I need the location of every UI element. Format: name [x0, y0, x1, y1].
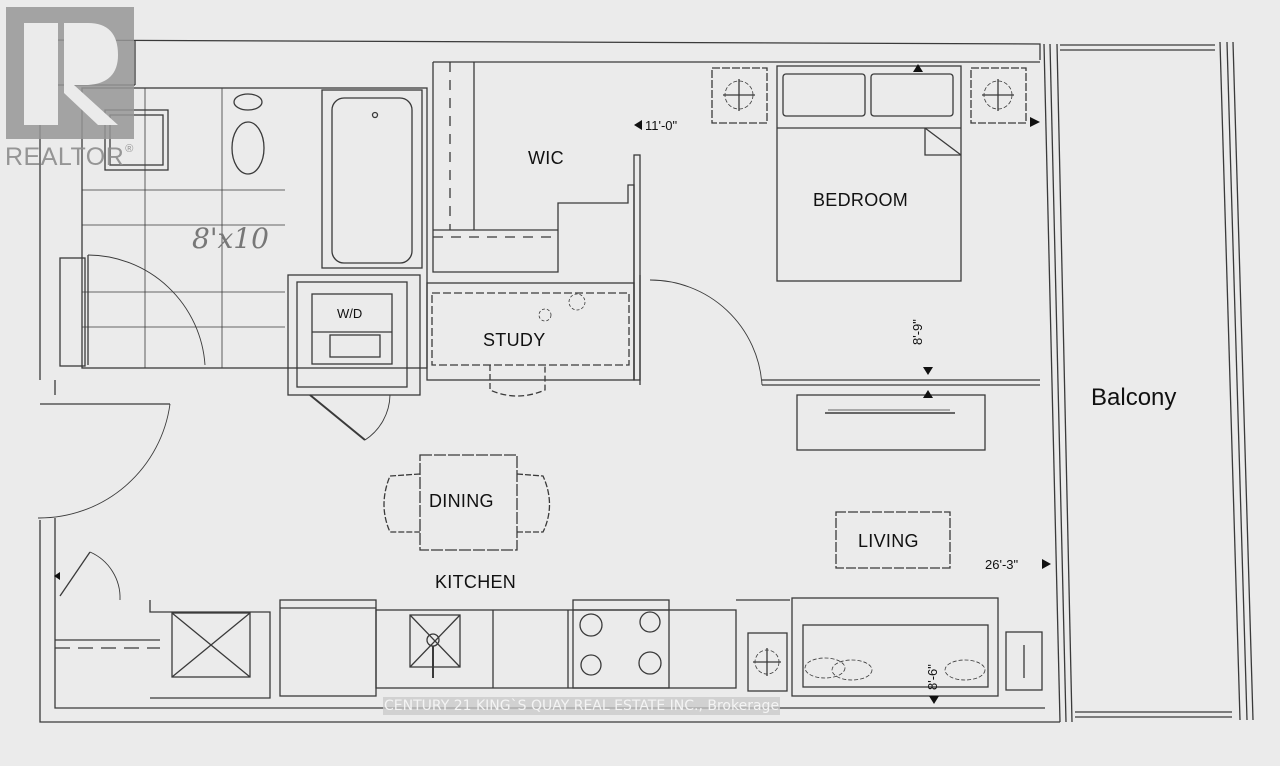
room-label-wd: W/D: [337, 306, 363, 321]
realtor-wordmark: REALTOR®: [5, 143, 134, 171]
bathroom-size-note: 8'x10: [192, 222, 269, 255]
room-label-kitchen: KITCHEN: [435, 572, 517, 592]
living-furniture: [747, 394, 1043, 697]
room-label-balcony: Balcony: [1091, 384, 1177, 411]
room-label-wic: WIC: [528, 148, 564, 168]
realtor-logo: REALTOR®: [0, 0, 150, 178]
room-label-dining: DINING: [429, 491, 494, 511]
bedroom: [639, 65, 1040, 386]
room-label-bedroom: BEDROOM: [813, 190, 909, 210]
laundry-closet: [287, 274, 421, 441]
kitchen-counters: [55, 551, 790, 699]
balcony: [1043, 41, 1254, 723]
room-label-living: LIVING: [858, 531, 919, 551]
room-label-study: STUDY: [483, 330, 546, 350]
brokerage-watermark: CENTURY 21 KING`S QUAY REAL ESTATE INC.,…: [383, 697, 781, 715]
dimension-arrows: [54, 64, 1051, 704]
walk-in-closet: [432, 61, 1040, 381]
dining-table: [383, 454, 551, 551]
realtor-r-icon: [6, 7, 134, 139]
dimension-bedroom-width: 11'-0": [645, 118, 678, 133]
dimension-living-length: 26'-3": [985, 557, 1019, 572]
entry-door: [37, 403, 171, 519]
exterior-walls: [39, 39, 1060, 723]
bathroom: [59, 87, 428, 369]
dimension-bedroom-depth: 8'-9": [910, 319, 925, 345]
dimension-living-width: 8'-6": [925, 664, 940, 690]
study: [426, 282, 635, 397]
